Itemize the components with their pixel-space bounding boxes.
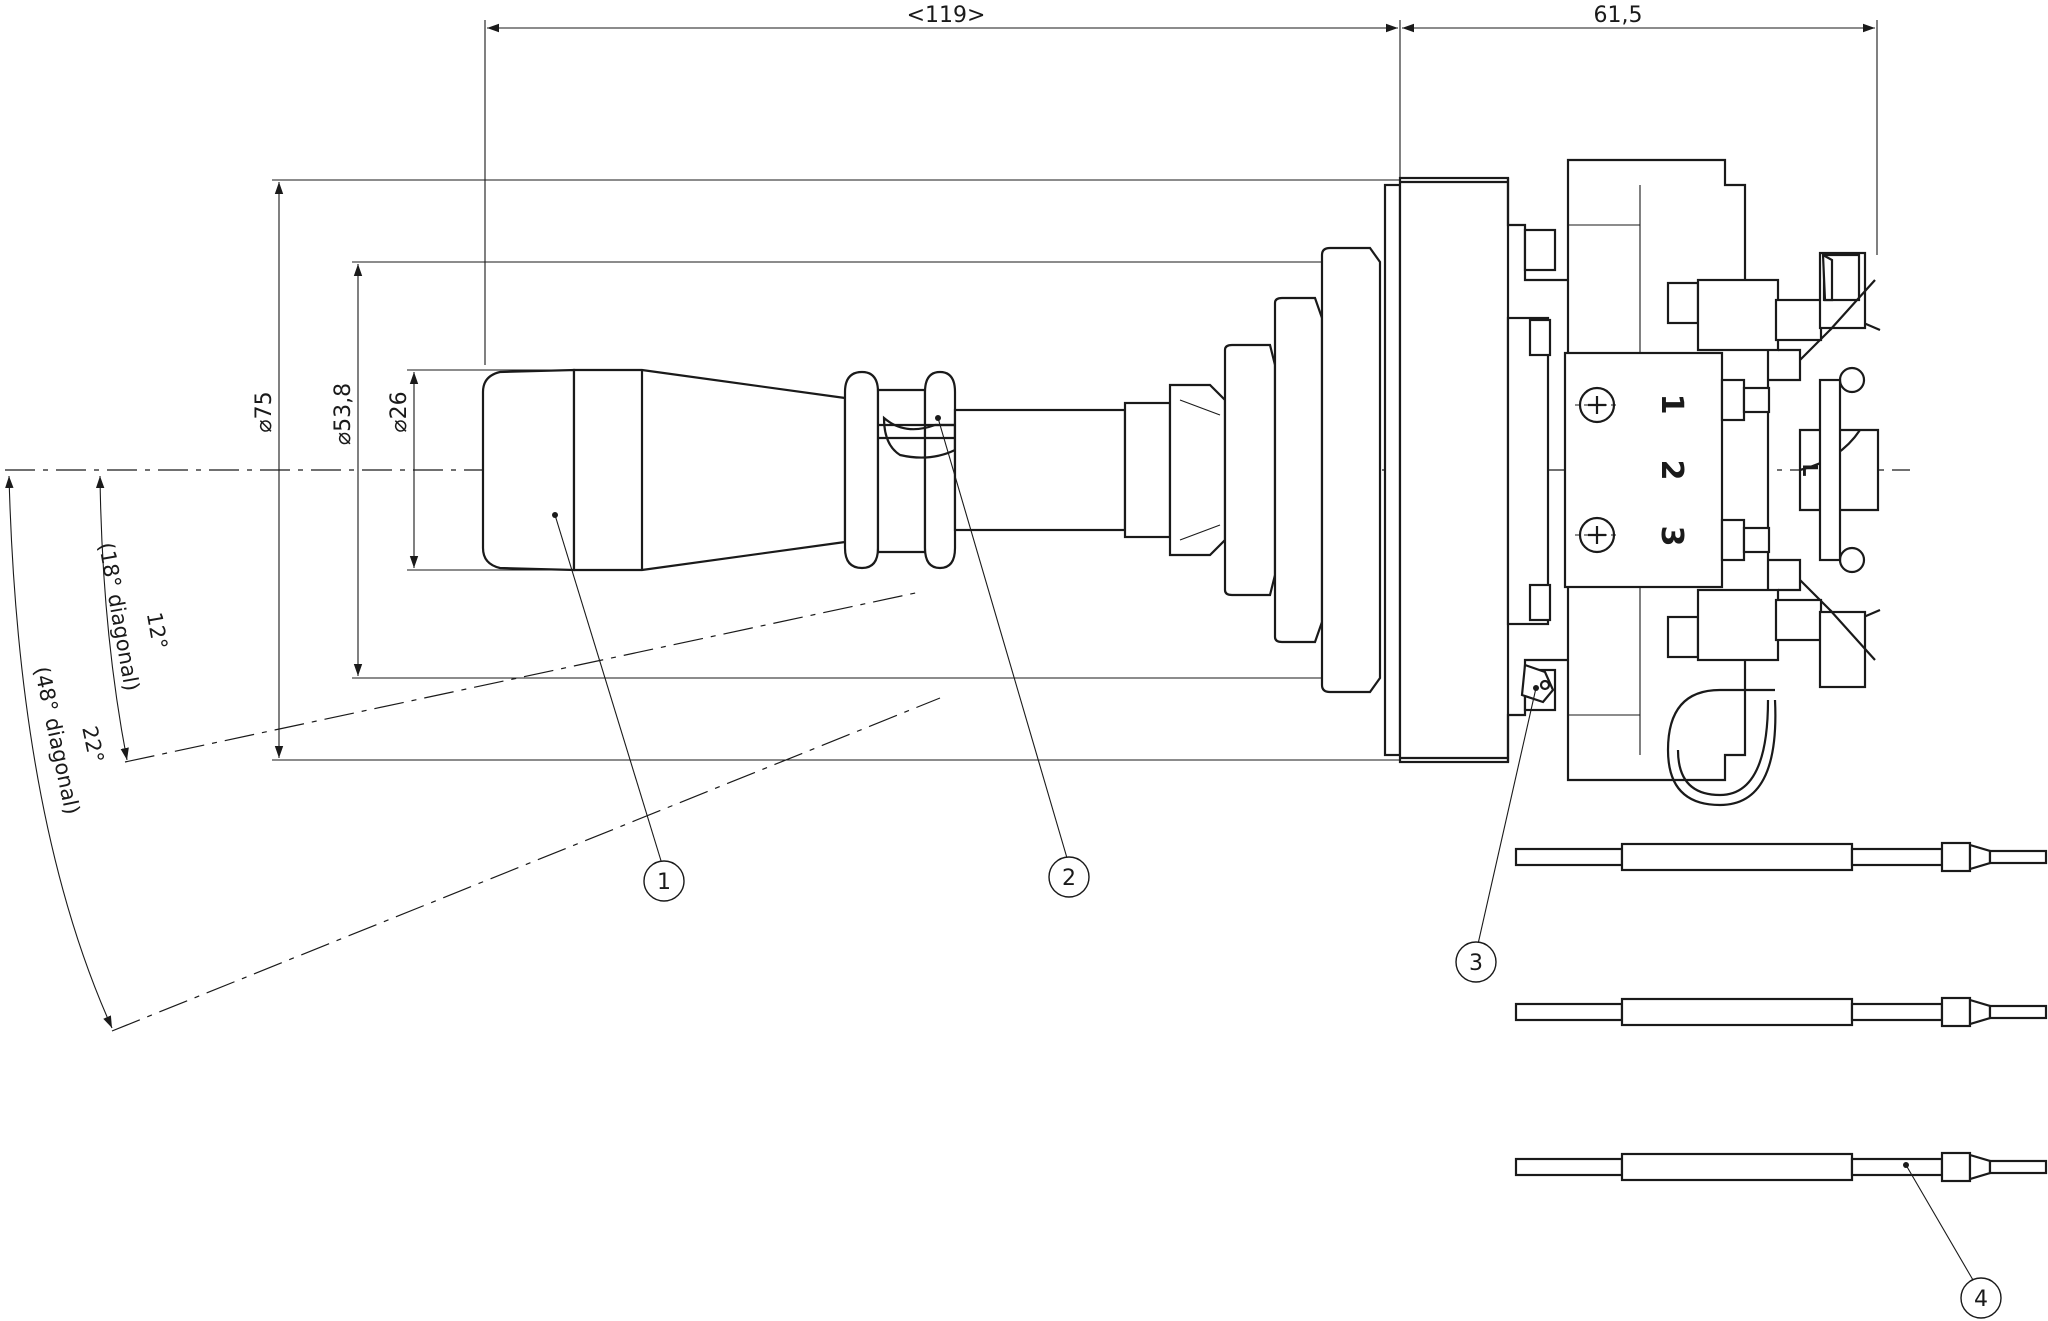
angle-large-value: 22°	[77, 724, 108, 765]
angle-dimensions: 12° (18° diagonal) 22° (48° diagonal)	[5, 475, 941, 1032]
terminal-number-3: 3	[1654, 526, 1689, 547]
screw-lower	[1575, 516, 1619, 554]
clamp-ring	[843, 370, 957, 570]
polarity-mark: L	[1798, 464, 1822, 477]
dim-dia-boot: ⌀53,8	[331, 383, 356, 445]
cable-lug	[1520, 663, 1555, 704]
svg-text:4: 4	[1974, 1287, 1988, 1312]
dim-length-handle: <119>	[907, 3, 986, 28]
dim-dia-base: ⌀75	[252, 391, 277, 432]
cable-1	[1514, 841, 2048, 873]
leader-lines	[552, 415, 1974, 1281]
base-flange	[1383, 176, 1550, 764]
svg-text:3: 3	[1469, 951, 1483, 976]
dim-length-body: 61,5	[1594, 3, 1643, 28]
svg-text:2: 2	[1062, 866, 1076, 891]
cable-3	[1514, 1151, 2048, 1183]
balloon-3: 3	[1455, 941, 1497, 983]
rubber-boot	[1168, 246, 1382, 694]
angle-small-value: 12°	[142, 610, 172, 651]
terminal-number-2: 2	[1654, 460, 1689, 481]
balloon-2: 2	[1048, 856, 1090, 898]
svg-text:1: 1	[657, 870, 671, 895]
terminal-block: L	[1666, 251, 1881, 689]
balloon-1: 1	[643, 860, 685, 902]
shaft	[953, 401, 1172, 539]
terminal-number-1: 1	[1654, 394, 1689, 415]
angle-small-note: (18° diagonal)	[94, 541, 144, 693]
dimension-diameters: ⌀75 ⌀53,8 ⌀26	[252, 179, 1400, 761]
dimension-top: <119> 61,5	[484, 3, 1878, 365]
screw-upper	[1575, 386, 1619, 424]
balloon-4: 4	[1960, 1277, 2002, 1319]
angle-large-note: (48° diagonal)	[29, 664, 84, 816]
wire-loop	[1666, 688, 1777, 807]
cable-2	[1514, 996, 2048, 1028]
dim-dia-knob: ⌀26	[387, 391, 412, 432]
handle-knob	[481, 368, 847, 572]
